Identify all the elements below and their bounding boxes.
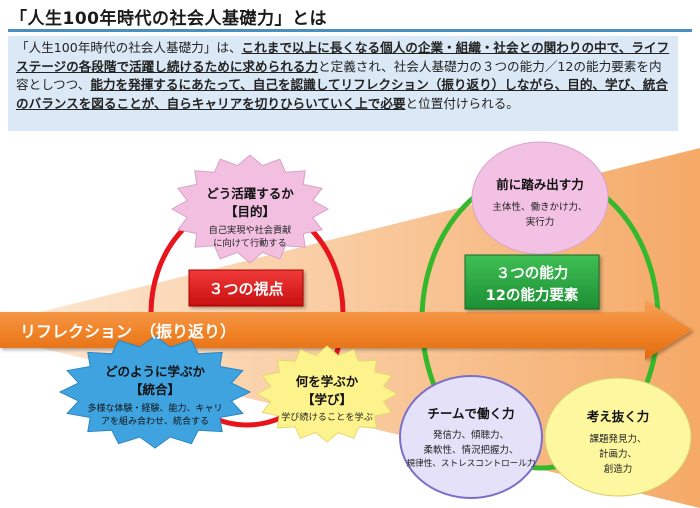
learning-burst bbox=[255, 345, 399, 443]
purpose-desc-line1: 自己実現や社会貢献 bbox=[208, 225, 292, 236]
integration-desc-line2: アを組み合わせ、統合する bbox=[100, 417, 209, 427]
teamwork-oval bbox=[399, 375, 543, 499]
purpose-title: どう活躍するか bbox=[206, 186, 294, 201]
intro-segment-1: 「人生100年時代の社会人基礎力」は、 bbox=[16, 40, 242, 55]
learning-desc: 学び続けることを学ぶ bbox=[281, 412, 373, 423]
think-title: 考え抜く力 bbox=[586, 409, 650, 424]
step-forward-oval bbox=[471, 141, 609, 255]
step-forward-desc-line1: 主体性、働きかけ力、 bbox=[492, 202, 588, 213]
purpose-desc-line2: に向けて行動する bbox=[213, 238, 287, 249]
perspectives-label: ３つの視点 bbox=[208, 280, 284, 298]
purpose-burst bbox=[170, 154, 330, 264]
integration-title: どのように学ぶか bbox=[104, 364, 205, 379]
think-oval bbox=[544, 377, 692, 497]
think-desc-line2: 計画力、 bbox=[598, 449, 637, 460]
page-title: 「人生100年時代の社会人基礎力」とは bbox=[10, 9, 327, 29]
learning-subtitle: 【学び】 bbox=[301, 392, 352, 407]
step-forward-desc-line2: 実行力 bbox=[525, 217, 555, 228]
intro-text-box: 「人生100年時代の社会人基礎力」は、これまで以上に長くなる個人の企業・組織・社… bbox=[8, 36, 678, 131]
think-desc-line3: 創造力 bbox=[603, 464, 633, 475]
purpose-subtitle: 【目的】 bbox=[224, 204, 275, 219]
intro-segment-5: と位置付けられる。 bbox=[405, 95, 519, 111]
intro-segment-4: 能力を発揮するにあたって、自己を認識してリフレクション（振り返り）しながら、目的… bbox=[16, 77, 668, 111]
integration-desc-line1: 多様な体験・経験、能力、キャリ bbox=[87, 404, 223, 414]
intro-segment-3: と定義され、社会人基礎力の３つの能力／12の能力要素を内容としつつ、 bbox=[16, 58, 662, 93]
integration-burst bbox=[58, 335, 252, 449]
title-underline bbox=[8, 29, 692, 32]
teamwork-desc-line3: 規律性、ストレスコントロール力 bbox=[406, 459, 536, 469]
integration-subtitle: 【統合】 bbox=[129, 382, 180, 397]
reflection-arrow bbox=[0, 300, 692, 360]
step-forward-title: 前に踏み出す力 bbox=[496, 177, 584, 192]
reflection-arrow-label: リフレクション （振り返り） bbox=[20, 322, 237, 341]
abilities-label-line1: ３つの能力 bbox=[495, 266, 569, 282]
intro-segment-2: これまで以上に長くなる個人の企業・組織・社会との関わりの中で、ライフステージの各… bbox=[16, 40, 670, 74]
teamwork-desc-line2: 柔軟性、情況把握力、 bbox=[423, 445, 519, 456]
think-desc-line1: 課題発見力、 bbox=[589, 434, 647, 445]
abilities-label-box bbox=[464, 254, 600, 310]
learning-title: 何を学ぶか bbox=[295, 374, 359, 389]
teamwork-title: チームで働く力 bbox=[427, 406, 515, 421]
abilities-label-line2: 12の能力要素 bbox=[485, 288, 579, 304]
teamwork-desc-line1: 発信力、傾聴力、 bbox=[432, 430, 509, 441]
perspectives-label-box bbox=[188, 269, 304, 307]
